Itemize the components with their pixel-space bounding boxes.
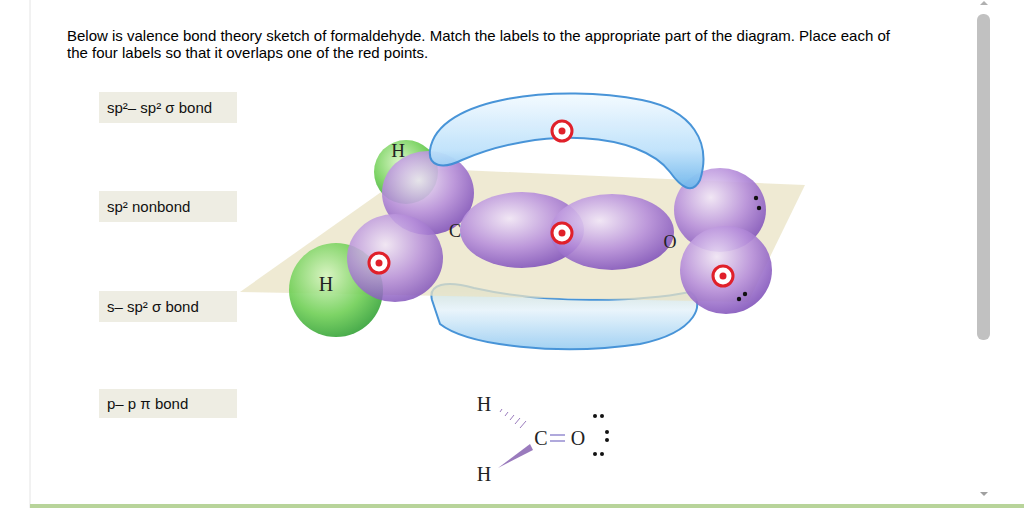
- label-text: sp²– sp² σ bond: [107, 99, 212, 117]
- frame-bottom: [30, 504, 1024, 508]
- sigma-lobe: [550, 194, 674, 270]
- target-points: [369, 121, 733, 286]
- atom-symbol: C: [534, 427, 547, 450]
- pi-lobe: [430, 93, 704, 188]
- answer-label: s– sp² σ bond: [99, 291, 237, 322]
- atom-symbol: C: [449, 221, 461, 242]
- lone-pair-dot: [757, 206, 761, 210]
- answer-label: sp²– sp² σ bond: [99, 92, 237, 123]
- lone-pair-dot: [737, 297, 741, 301]
- atom-symbol: H: [477, 463, 491, 486]
- answer-label: sp² nonbond: [99, 191, 237, 222]
- scroll-arrow: [980, 492, 988, 496]
- atom-symbol: H: [319, 273, 333, 296]
- label-text: s– sp² σ bond: [107, 298, 199, 316]
- atom-symbol: H: [477, 393, 491, 416]
- answer-label: p– p π bond: [99, 389, 237, 418]
- frame-line: [30, 0, 31, 508]
- scroll-arrow: [980, 1, 988, 5]
- lewis-structure: [498, 409, 609, 468]
- lone-pair-dot: [754, 196, 758, 200]
- atom-symbol: O: [664, 232, 677, 253]
- atom-symbol: H: [391, 140, 405, 162]
- label-text: p– p π bond: [107, 395, 188, 413]
- o-lobe: [680, 226, 772, 314]
- sp2-lobe: [347, 214, 443, 302]
- lone-pair-dot: [743, 292, 747, 296]
- instruction-text: Below is valence bond theory sketch of f…: [67, 27, 907, 61]
- scrollbar-thumb: [977, 14, 990, 340]
- label-text: sp² nonbond: [107, 198, 190, 216]
- atom-symbol: O: [571, 427, 585, 450]
